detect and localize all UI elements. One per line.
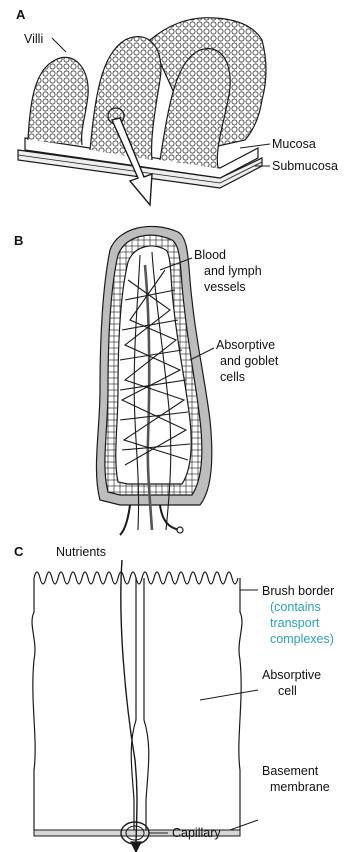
- mucosa-label: Mucosa: [272, 137, 316, 151]
- absorptive-cell-label-line2: cell: [278, 684, 297, 698]
- panel-b-illustration: [96, 226, 214, 535]
- nutrients-label: Nutrients: [56, 545, 106, 559]
- brush-border-label: Brush border: [262, 584, 334, 598]
- villus-left: [28, 57, 88, 145]
- panel-c-letter: C: [14, 545, 23, 559]
- panel-a-illustration: [18, 18, 270, 205]
- panel-c-illustration: [32, 560, 258, 852]
- capillary-label: Capillary: [172, 826, 221, 840]
- absorptive-cell-label-line1: Absorptive: [262, 668, 321, 682]
- vessels-label-line3: vessels: [204, 280, 246, 294]
- basement-label-line2: membrane: [270, 780, 330, 794]
- cells-label-line3: cells: [220, 370, 245, 384]
- absorptive-cell-right: [239, 578, 242, 830]
- cells-label-line1: Absorptive: [216, 338, 275, 352]
- vessels-label-line2: and lymph: [204, 264, 262, 278]
- brush-note-line3: complexes): [270, 632, 334, 646]
- brush-note-line2: transport: [270, 616, 319, 630]
- submucosa-label: Submucosa: [272, 159, 338, 173]
- panel-a-letter: A: [16, 8, 25, 22]
- cells-label-line2: and goblet: [220, 354, 278, 368]
- absorptive-cell-left: [32, 578, 35, 830]
- villi-label: Villi: [24, 32, 43, 46]
- capillary-icon: [110, 818, 170, 848]
- vessels-label-line1: Blood: [194, 248, 226, 262]
- panel-b-letter: B: [14, 234, 23, 248]
- basement-label-line1: Basement: [262, 764, 318, 778]
- brush-note-line1: (contains: [270, 600, 321, 614]
